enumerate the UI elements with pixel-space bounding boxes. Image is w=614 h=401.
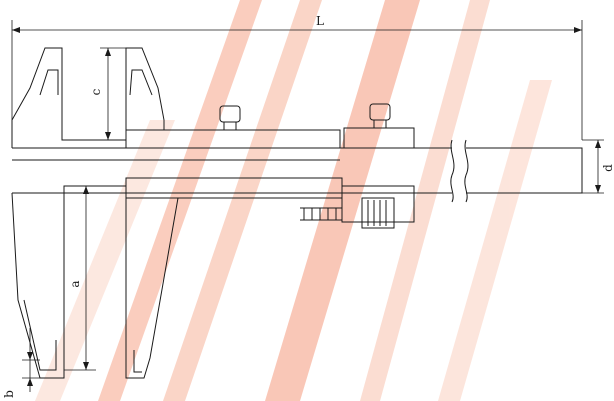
beam-break-right <box>464 139 469 203</box>
label-b: b <box>2 390 16 398</box>
dimension-arrows <box>12 27 601 386</box>
fine-adjust-lower <box>341 185 415 223</box>
dimension-lines <box>11 20 604 392</box>
fixed-lower-jaw-inner <box>23 299 57 371</box>
label-L: L <box>316 14 324 28</box>
watermark <box>35 0 552 401</box>
fine-adjust-wheel <box>361 197 395 229</box>
label-d: d <box>601 164 614 172</box>
fixed-lower-jaw <box>11 185 126 379</box>
lock-screw-2-stem <box>373 119 387 129</box>
fixed-upper-jaw <box>11 47 127 148</box>
sliding-lower-jaw <box>125 197 179 379</box>
beam-break-left <box>450 139 455 203</box>
lock-screw-1-stem <box>223 121 237 131</box>
label-a: a <box>68 280 82 287</box>
label-c: c <box>89 88 103 95</box>
caliper-outline <box>11 47 583 379</box>
fixed-upper-jaw-inner <box>39 69 59 96</box>
sliding-upper-jaw-inner <box>129 69 153 96</box>
fine-adjust-wheel-ridges <box>367 200 387 226</box>
adjust-screw <box>300 207 342 221</box>
sliding-lower-jaw-inner <box>133 350 142 373</box>
